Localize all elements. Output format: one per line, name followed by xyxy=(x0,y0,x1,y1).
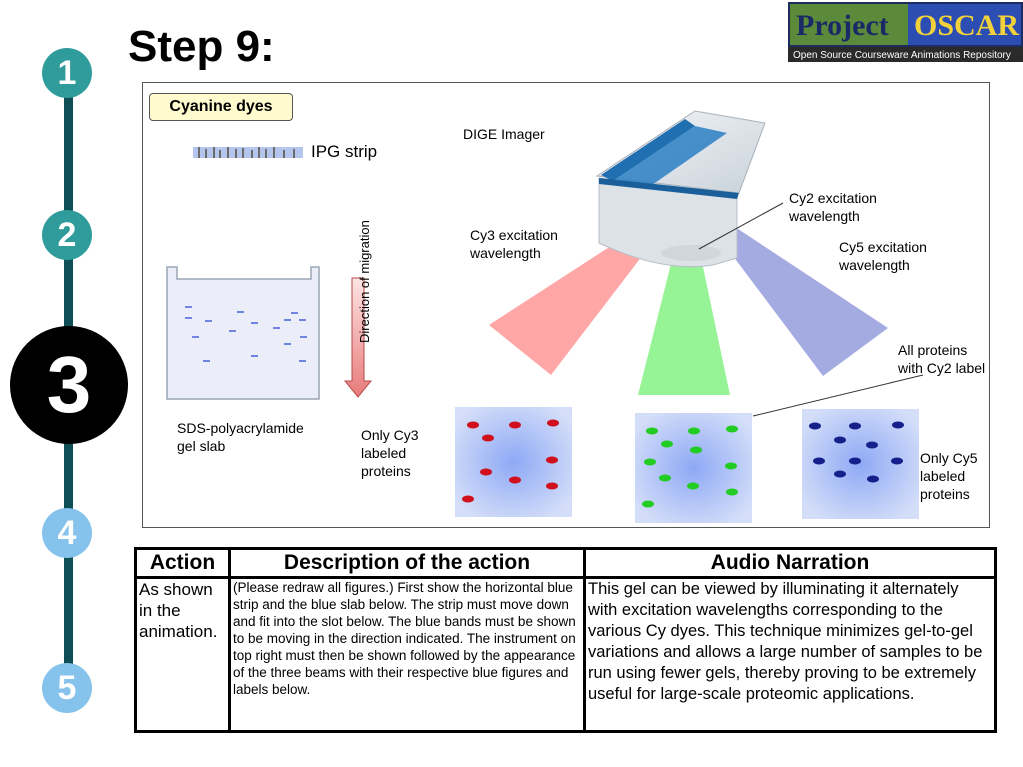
page-title: Step 9: xyxy=(128,22,275,71)
step-3-current[interactable]: 3 xyxy=(10,326,128,444)
dige-imager-device xyxy=(595,110,766,268)
cyanine-dyes-button[interactable]: Cyanine dyes xyxy=(149,93,293,121)
ipg-strip xyxy=(193,147,303,158)
cy2-callout-line xyxy=(698,202,784,250)
cy3-spots xyxy=(462,419,559,503)
logo-tagline: Open Source Courseware Animations Reposi… xyxy=(793,50,1011,61)
action-cell: As shown in the animation. xyxy=(134,576,231,733)
animation-panel: Cyanine dyes IPG strip SDS-polyacrylamid… xyxy=(142,82,990,528)
description-cell: (Please redraw all figures.) First show … xyxy=(228,576,586,733)
all-proteins-callout-line xyxy=(752,374,924,417)
header-description: Description of the action xyxy=(228,547,586,579)
ipg-strip-label: IPG strip xyxy=(311,142,378,161)
narration-cell: This gel can be viewed by illuminating i… xyxy=(583,576,997,733)
sds-gel-slab xyxy=(166,266,320,400)
logo-word-project: Project xyxy=(796,9,889,42)
logo-word-oscar: OSCAR xyxy=(914,9,1019,42)
cy2-spots xyxy=(642,425,738,508)
step-5[interactable]: 5 xyxy=(42,663,92,713)
cy5-beam xyxy=(688,196,888,376)
cy2-beam xyxy=(638,196,730,395)
step-4[interactable]: 4 xyxy=(42,508,92,558)
step-1[interactable]: 1 xyxy=(42,48,92,98)
storyboard-table: Action Description of the action Audio N… xyxy=(134,547,997,733)
migration-direction-label: Direction of migration xyxy=(357,220,372,343)
dige-imager-label: DIGE Imager xyxy=(463,126,545,142)
header-audio: Audio Narration xyxy=(583,547,997,579)
cy5-spots xyxy=(809,421,904,483)
project-oscar-logo: Project OSCAR Open Source Courseware Ani… xyxy=(788,2,1023,62)
migration-arrow xyxy=(343,277,373,398)
header-action: Action xyxy=(134,547,231,579)
diagram-canvas xyxy=(166,110,924,523)
step-2[interactable]: 2 xyxy=(42,210,92,260)
